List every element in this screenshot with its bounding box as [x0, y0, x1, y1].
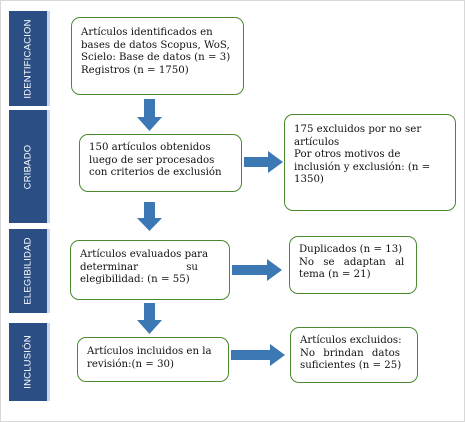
box-excluded-eligibility-line: tema (n = 21): [299, 269, 371, 280]
right-arrow-icon: [231, 344, 285, 366]
box-eligibility-line: determinar su: [80, 261, 198, 273]
down-arrow-icon: [137, 202, 162, 231]
box-screened-line: luego de ser procesados: [89, 154, 215, 166]
box-excluded-screening: 175 excluidos por no ser artículos Por o…: [284, 114, 456, 211]
box-excluded-inclusion-line: Artículos excluidos:: [300, 335, 402, 346]
box-excluded-inclusion-line: suficientes (n = 25): [300, 360, 402, 371]
box-screened-line: con criterios de exclusión: [89, 167, 222, 178]
box-excluded-screening-line: artículos: [294, 136, 340, 148]
box-identified-line: Scielo: Base de datos (n = 3): [81, 52, 231, 63]
box-screened-line: 150 artículos obtenidos: [89, 142, 211, 153]
box-eligibility-line: Artículos evaluados para: [80, 249, 209, 260]
box-excluded-screening-line: 175 excluidos por no ser: [294, 124, 422, 135]
right-arrow-icon: [244, 151, 283, 173]
box-excluded-screening-line: 1350): [294, 174, 324, 185]
box-eligibility: Artículos evaluados para determinar su e…: [70, 240, 230, 300]
stage-elegibilidad: ELEGIBILIDAD: [9, 229, 50, 313]
box-identified: Artículos identificados en bases de dato…: [71, 17, 244, 95]
box-screened: 150 artículos obtenidos luego de ser pro…: [79, 134, 242, 192]
box-included-line: Artículos incluidos en la: [87, 346, 212, 357]
box-excluded-eligibility-line: Duplicados (n = 13): [299, 244, 403, 255]
box-identified-line: bases de datos Scopus, WoS,: [81, 39, 230, 51]
box-excluded-eligibility: Duplicados (n = 13) No se adaptan al tem…: [289, 236, 417, 294]
box-identified-line: Artículos identificados en: [81, 27, 213, 38]
box-excluded-screening-line: inclusión y exclusión: (n =: [294, 161, 431, 173]
box-excluded-inclusion: Artículos excluidos: No brindan datos su…: [290, 327, 418, 383]
down-arrow-icon: [137, 99, 162, 131]
box-excluded-screening-line: Por otros motivos de: [294, 149, 401, 160]
box-included-line: revisión:(n = 30): [87, 358, 175, 370]
box-excluded-eligibility-line: No se adaptan al: [299, 256, 405, 268]
box-included: Artículos incluidos en la revisión:(n = …: [77, 337, 229, 382]
down-arrow-icon: [137, 303, 162, 334]
right-arrow-icon: [232, 259, 282, 281]
stage-identificacion: IDENTIFICACION: [9, 11, 50, 106]
stage-inclusion: INCLUSIÓN: [9, 323, 50, 401]
box-excluded-inclusion-line: No brindan datos: [300, 347, 400, 359]
stage-cribado: CRIBADO: [9, 110, 50, 223]
box-identified-line: Registros (n = 1750): [81, 64, 189, 76]
box-eligibility-line: elegibilidad: (n = 55): [80, 274, 190, 285]
